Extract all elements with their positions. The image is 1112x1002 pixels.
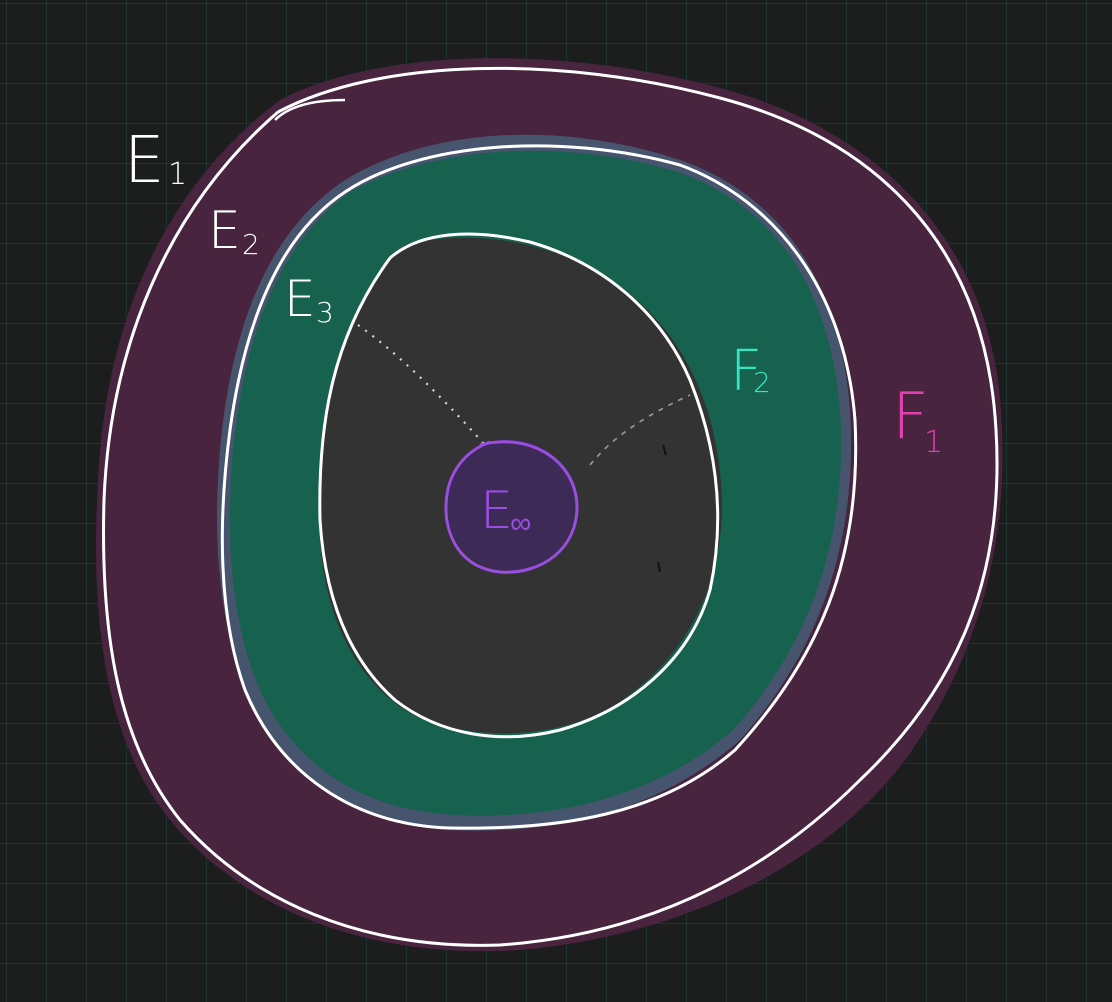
- tick-mark-2: [657, 561, 661, 573]
- label-e1-sub: 1: [168, 157, 187, 192]
- label-e1: E: [124, 124, 164, 198]
- curve-e1: [102, 66, 999, 947]
- label-e2-sub: 2: [242, 228, 260, 261]
- curve-e2: [220, 144, 858, 830]
- label-e3-sub: 3: [316, 296, 334, 329]
- label-e-inf-sub: ∞: [510, 506, 531, 541]
- label-f2: F: [730, 339, 762, 404]
- label-e-inf: E: [480, 481, 513, 541]
- curve-e1-tick: [274, 98, 346, 121]
- label-f1: F: [892, 380, 929, 454]
- tick-mark: [662, 444, 667, 456]
- dotted-line-e3: [357, 324, 486, 446]
- label-e3: E: [284, 270, 316, 328]
- label-e2: E: [208, 201, 241, 261]
- curve-e3: [318, 232, 720, 739]
- label-f2-sub: 2: [753, 366, 771, 399]
- label-f1-sub: 1: [924, 425, 943, 460]
- curve-e-inf: [444, 440, 579, 574]
- region-e-inf: [445, 439, 575, 571]
